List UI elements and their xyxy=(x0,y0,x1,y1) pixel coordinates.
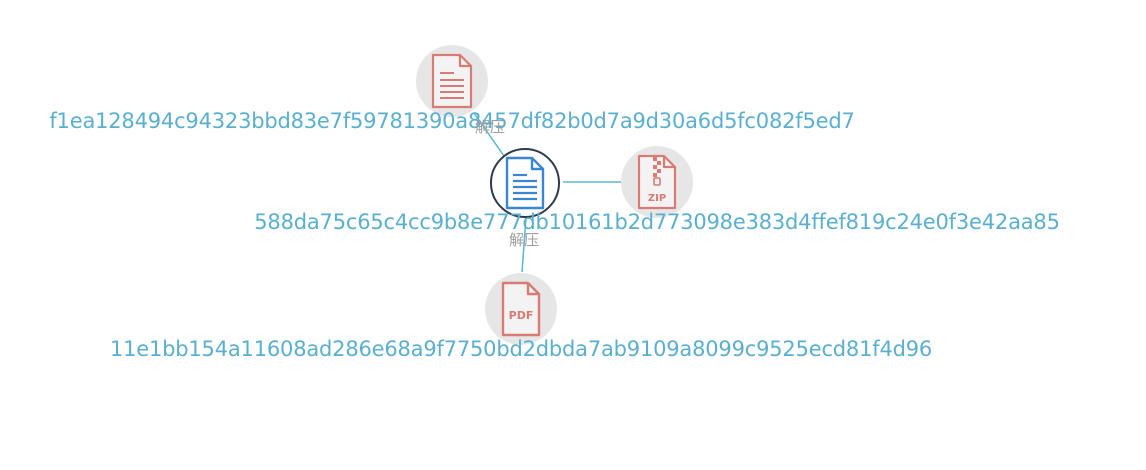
edge-label-pdf-file: 解压 xyxy=(508,231,540,249)
zip-icon-text: ZIP xyxy=(648,193,666,204)
node-pdf-file[interactable]: PDF xyxy=(485,273,557,345)
edge-to-text-file xyxy=(473,112,505,157)
node-label-pdf-file: 11e1bb154a11608ad286e68a9f7750bd2dbda7ab… xyxy=(109,337,933,361)
node-label-center: 588da75c65c4cc9b8e777db10161b2d773098e38… xyxy=(254,210,1060,234)
document-icon xyxy=(505,156,545,210)
pdf-file-icon: PDF xyxy=(501,281,541,337)
node-text-file[interactable] xyxy=(416,45,488,117)
node-center-document[interactable] xyxy=(490,148,560,218)
pdf-icon-text: PDF xyxy=(509,309,534,322)
node-zip-file[interactable]: ZIP xyxy=(621,146,693,218)
node-label-text-file: f1ea128494c94323bbd83e7f59781390a8457df8… xyxy=(49,109,855,133)
text-file-icon xyxy=(431,53,473,109)
edge-label-text-file: 解压 xyxy=(474,118,506,136)
zip-file-icon: ZIP xyxy=(637,154,677,210)
edge-to-pdf-file xyxy=(521,216,527,273)
